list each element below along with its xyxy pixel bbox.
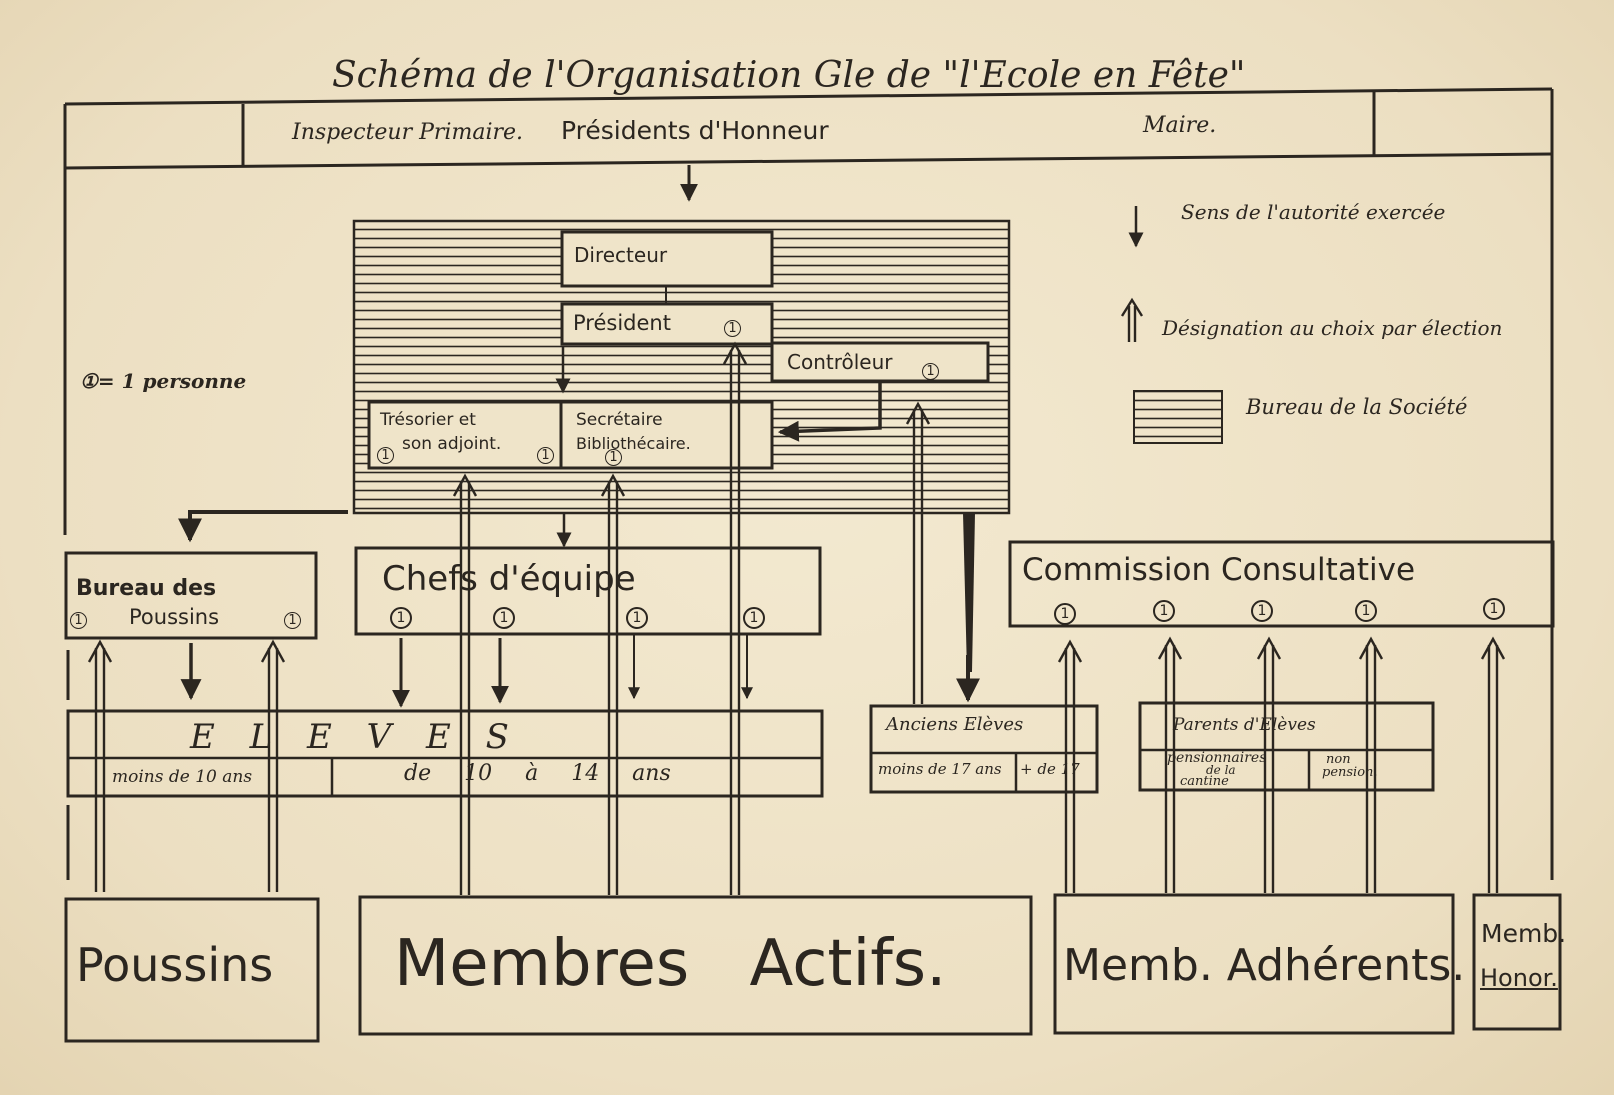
- eleves-10to14: de 10 à 14 ans: [404, 761, 671, 786]
- person-marker: 1: [1054, 603, 1076, 625]
- person-marker: 1: [1153, 600, 1175, 622]
- president-label: Président: [573, 311, 671, 335]
- commission-label: Commission Consultative: [1022, 552, 1416, 588]
- parents-nonboarders-2: pension.: [1322, 765, 1378, 780]
- mayor-label: Maire.: [1143, 113, 1217, 138]
- inspector-label: Inspecteur Primaire.: [292, 120, 524, 145]
- person-marker: 1: [1355, 600, 1377, 622]
- parents-heading: Parents d'Elèves: [1173, 715, 1316, 735]
- eleves-under10: moins de 10 ans: [112, 767, 253, 787]
- legend-person: ①= 1 personne: [80, 369, 247, 393]
- presidents-label: Présidents d'Honneur: [561, 116, 829, 145]
- person-marker: 1: [1251, 600, 1273, 622]
- person-marker: 1: [377, 447, 394, 464]
- members-actifs: Membres Actifs.: [394, 927, 947, 1001]
- chefs-equipe-label: Chefs d'équipe: [382, 559, 636, 599]
- person-marker: 1: [1483, 598, 1505, 620]
- anciens-heading: Anciens Elèves: [886, 714, 1024, 735]
- person-marker: 1: [70, 612, 87, 629]
- secretary-label-1: Secrétaire: [576, 410, 663, 430]
- members-adherents: Memb. Adhérents.: [1063, 940, 1466, 991]
- anciens-over17: + de 17: [1020, 760, 1080, 778]
- person-marker: 1: [605, 449, 622, 466]
- treasurer-label-1: Trésorier et: [380, 410, 476, 430]
- parents-nonboarders-1: non: [1326, 752, 1351, 767]
- bureau-poussins-label-2: Poussins: [129, 605, 220, 629]
- eleves-heading: E L E V E S: [190, 717, 521, 757]
- person-marker: 1: [922, 363, 939, 380]
- anciens-under17: moins de 17 ans: [878, 760, 1002, 778]
- person-marker: 1: [390, 607, 412, 629]
- bureau-poussins-label-1: Bureau des: [76, 576, 217, 601]
- person-marker: 1: [626, 607, 648, 629]
- members-poussins: Poussins: [76, 938, 274, 992]
- parents-boarders-3: cantine: [1180, 774, 1229, 789]
- legend-authority: Sens de l'autorité exercée: [1181, 200, 1446, 224]
- person-marker: 1: [493, 607, 515, 629]
- director-label: Directeur: [574, 243, 668, 267]
- diagram-title: Schéma de l'Organisation Gle de "l'Ecole…: [332, 55, 1246, 96]
- person-marker: 1: [743, 607, 765, 629]
- person-marker: 1: [537, 447, 554, 464]
- treasurer-label-2: son adjoint.: [402, 434, 502, 454]
- person-marker: 1: [284, 612, 301, 629]
- legend-bureau: Bureau de la Société: [1246, 395, 1468, 419]
- secretary-label-2: Bibliothécaire.: [576, 434, 691, 453]
- parents-boarders-1: pensionnaires: [1167, 750, 1267, 766]
- members-honor-1: Memb.: [1481, 919, 1567, 948]
- controller-label: Contrôleur: [787, 350, 893, 374]
- legend-designation: Désignation au choix par élection: [1162, 316, 1503, 340]
- parents-boarders-2: de la: [1206, 763, 1236, 777]
- person-marker: 1: [724, 320, 741, 337]
- members-honor-2: Honor.: [1480, 964, 1558, 992]
